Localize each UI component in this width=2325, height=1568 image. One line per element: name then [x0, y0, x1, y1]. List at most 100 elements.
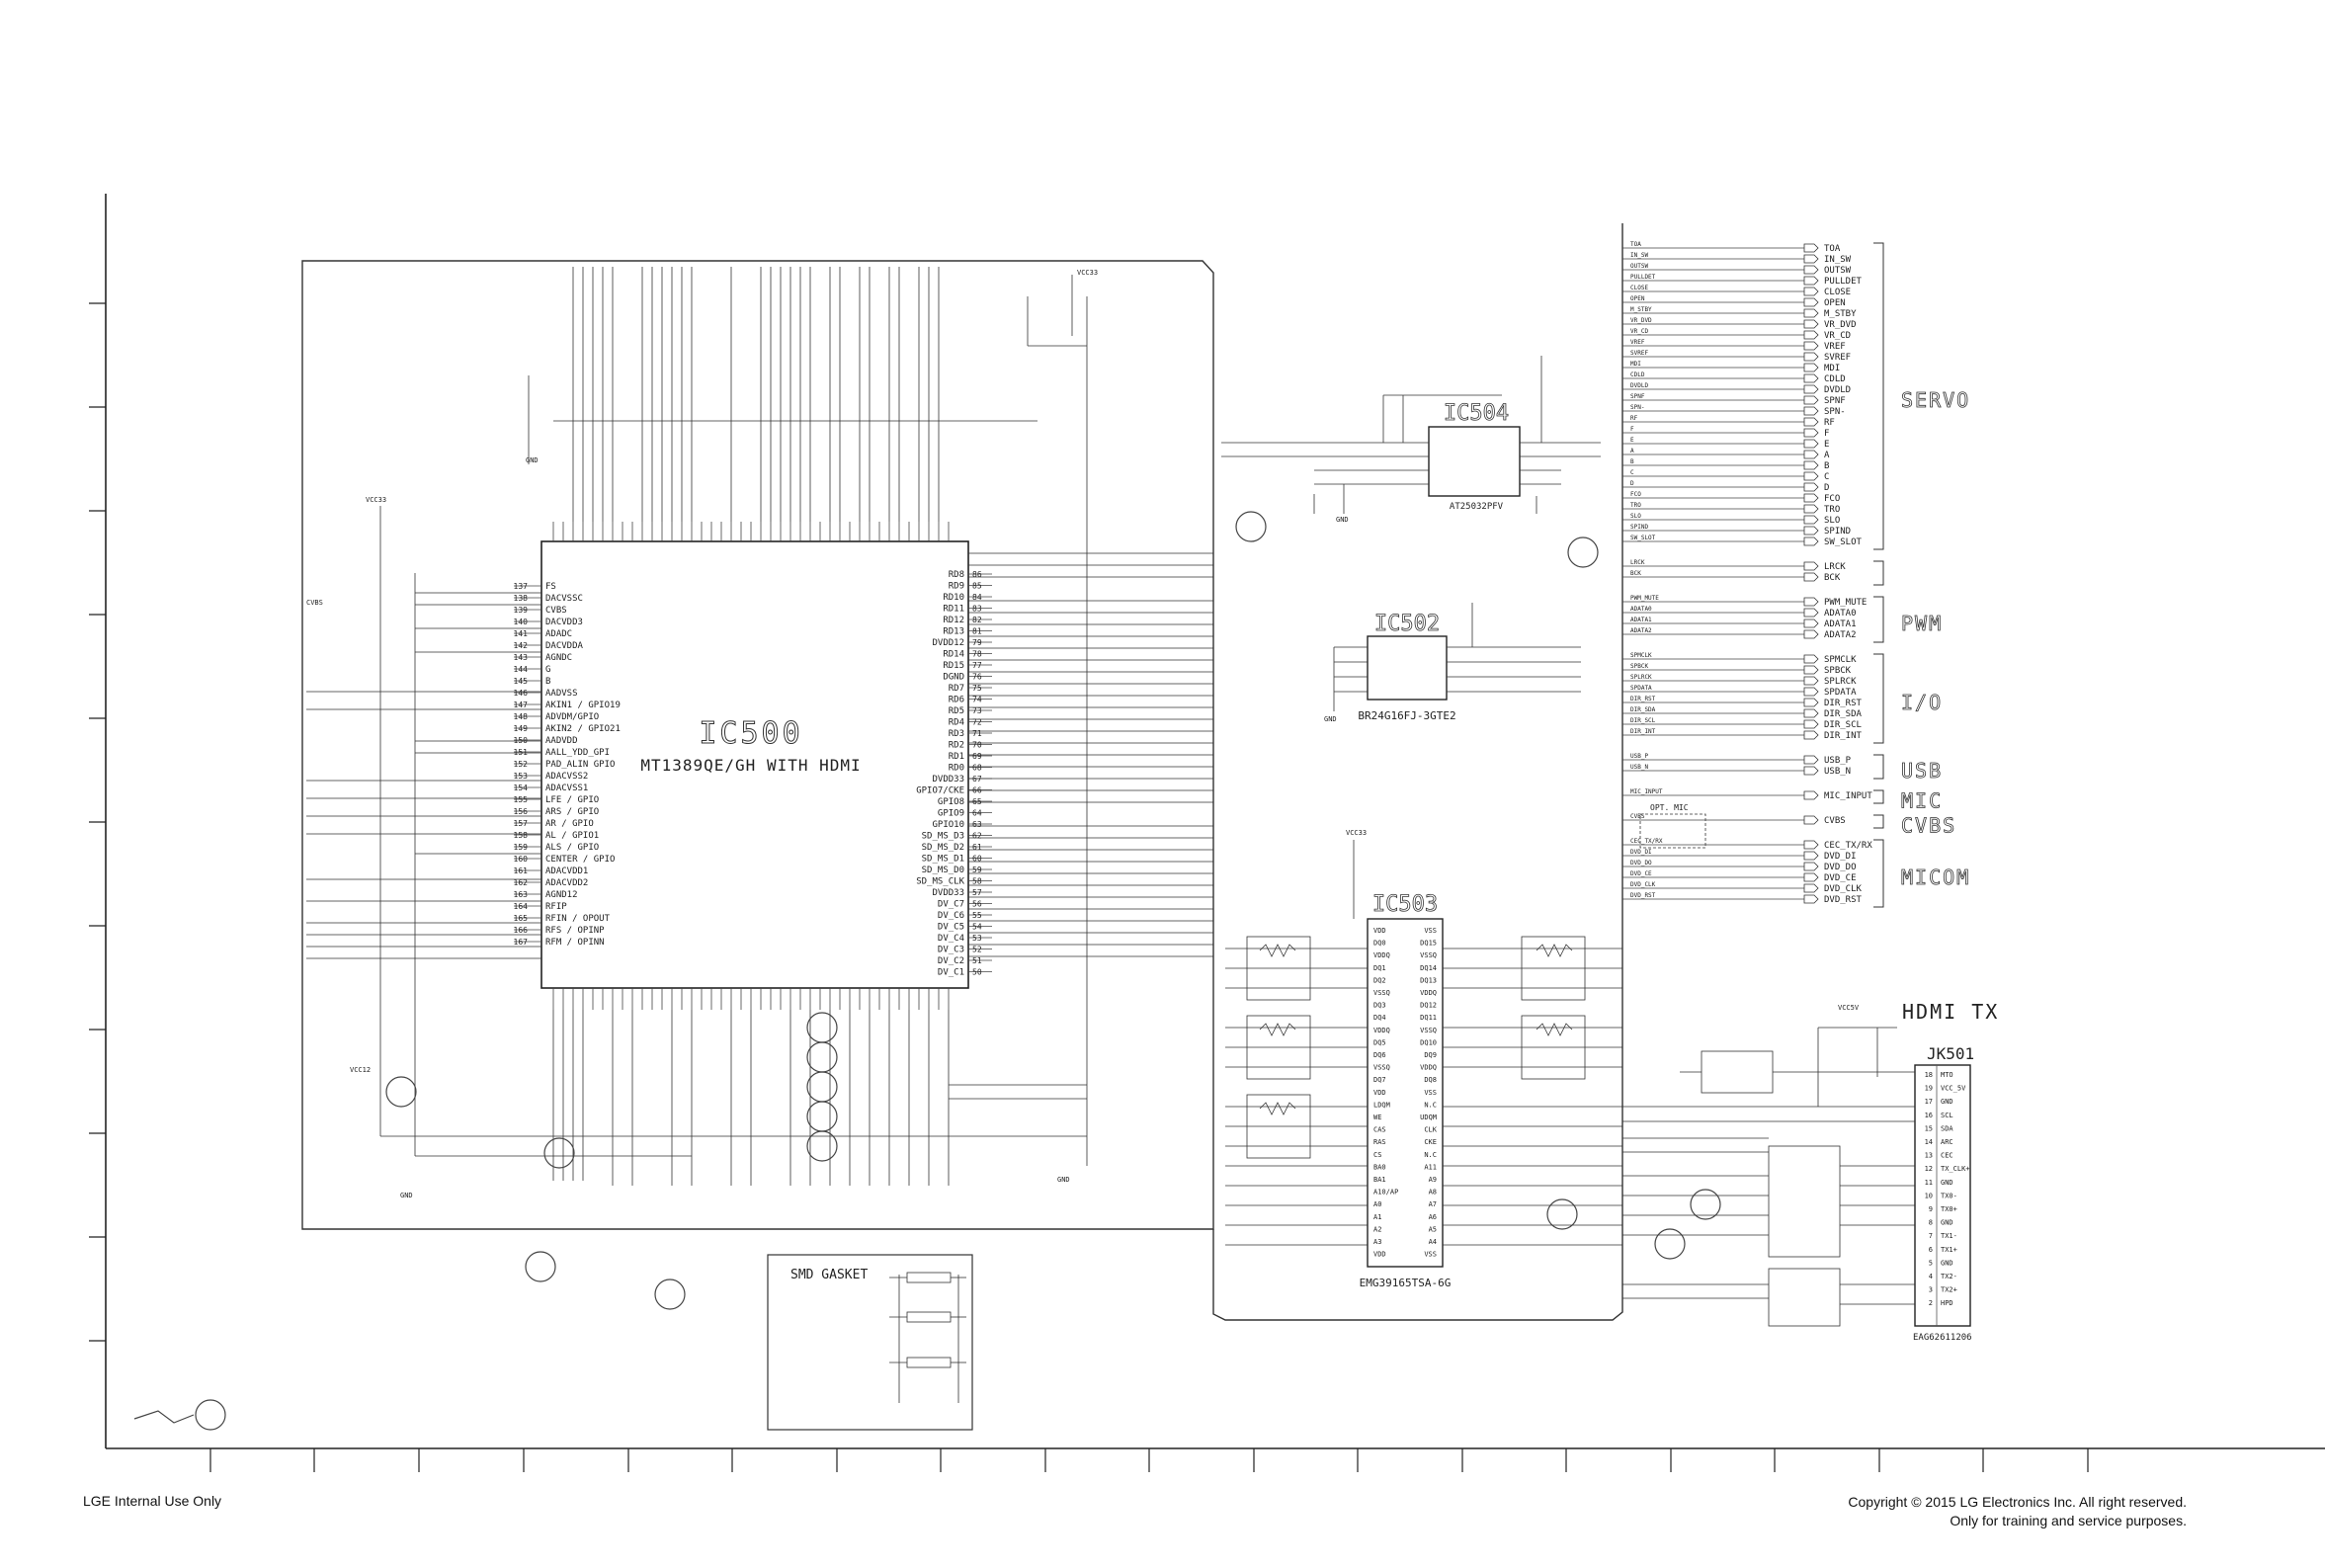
port-symbol	[1803, 629, 1819, 639]
group-label: SERVO	[1901, 388, 1970, 412]
port-symbol	[1803, 526, 1819, 536]
ic500-left-pin-number: 163	[514, 890, 529, 899]
ic500-left-pin-number: 162	[514, 878, 529, 887]
port-symbol	[1803, 766, 1819, 776]
signal-net-label: DVD_DO	[1630, 860, 1652, 867]
signal-net-label: DIR_SCL	[1630, 717, 1656, 724]
signal-net-label: ADATA0	[1630, 606, 1652, 613]
signal-net-label: DVD_DI	[1630, 849, 1652, 856]
hdmi-pin-number: 11	[1925, 1179, 1933, 1187]
frame	[89, 194, 2325, 1472]
ic500-left-pin-number: 166	[514, 926, 529, 935]
signal-port-label: IN_SW	[1824, 255, 1852, 265]
port-symbol	[1803, 406, 1819, 416]
signal-port-label: RF	[1824, 418, 1835, 428]
ic503-right-pin-label: UDQM	[1420, 1114, 1437, 1121]
ic500-right-pin-label: DVDD33	[932, 775, 964, 784]
ic503-left-pin-label: CS	[1373, 1151, 1381, 1159]
footer-internal-use: LGE Internal Use Only	[83, 1493, 222, 1509]
ic503-right-pin-label: DQ8	[1424, 1076, 1437, 1084]
gnd-label-2: GND	[400, 1192, 413, 1199]
ic500-right-pin-label: SD_MS_CLK	[916, 877, 964, 887]
ic500-left-pin-label: AADVDD	[545, 736, 578, 746]
signal-net-label: CVBS	[1630, 813, 1645, 820]
vcc33-label-3: VCC33	[1346, 829, 1367, 837]
ic500-right-pin-number: 83	[972, 605, 982, 614]
signal-net-label: TRO	[1630, 502, 1641, 509]
ic500-chip: IC500 MT1389QE/GH WITH HDMI	[540, 522, 969, 1010]
signal-port-label: SW_SLOT	[1824, 537, 1863, 547]
ic500-left-pin-number: 158	[514, 831, 529, 840]
port-symbol	[1803, 384, 1819, 394]
ic503-left-pin-label: VDD	[1373, 927, 1386, 935]
signal-port-label: ADATA1	[1824, 619, 1857, 629]
opt-mic-label: OPT. MIC	[1650, 803, 1689, 812]
hdmi-connector-ref: JK501	[1927, 1044, 1974, 1063]
ic503-left-pin-label: CAS	[1373, 1126, 1386, 1134]
ic500-right-pin-number: 69	[972, 752, 982, 761]
ic500-left-pin-label: ADVDM/GPIO	[545, 712, 599, 722]
port-symbol	[1803, 450, 1819, 459]
signal-port-label: PULLDET	[1824, 277, 1863, 287]
ic500-left-pin-number: 140	[514, 618, 529, 626]
ic503-left-pin-label: A2	[1373, 1225, 1381, 1233]
ic500-left-pin-number: 147	[514, 701, 529, 709]
hdmi-pin-label: TX2+	[1941, 1286, 1957, 1294]
ic500-left-pin-number: 141	[514, 629, 529, 638]
ic500-left-pin-label: ADACVDD1	[545, 867, 588, 876]
signal-port-label: DVD_CLK	[1824, 884, 1863, 894]
hdmi-pin-label: GND	[1941, 1179, 1953, 1187]
smd-gasket-box: SMD GASKET	[767, 1254, 973, 1431]
ic500-right-pin-number: 71	[972, 729, 982, 738]
signal-net-label: USB_N	[1630, 764, 1648, 771]
signal-net-label: DVD_CLK	[1630, 881, 1656, 888]
ic503-left-pin-label: BA1	[1373, 1176, 1386, 1184]
group-label: CVBS	[1901, 814, 1956, 838]
signal-net-label: BCK	[1630, 570, 1641, 577]
ic500-right-pin-number: 77	[972, 661, 982, 670]
smd-gasket-label: SMD GASKET	[790, 1268, 868, 1282]
signal-port-label: SLO	[1824, 516, 1840, 526]
group-label: PWM	[1901, 612, 1943, 635]
ic503-left-pin-label: A1	[1373, 1213, 1381, 1221]
ic503-left-pin-label: VSSQ	[1373, 1064, 1390, 1072]
ic500-left-pin-label: AR / GPIO	[545, 819, 594, 829]
ic500-left-pin-number: 148	[514, 712, 529, 721]
signal-port-label: B	[1824, 461, 1829, 471]
signal-net-label: SPN-	[1630, 404, 1644, 411]
ic500-right-pin-number: 50	[972, 968, 982, 977]
ic503-right-pin-label: VSS	[1424, 927, 1437, 935]
port-symbol	[1803, 482, 1819, 492]
ic500-left-pin-number: 152	[514, 760, 529, 769]
port-symbol	[1803, 894, 1819, 904]
ic500-right-pin-number: 59	[972, 866, 982, 874]
signal-port-label: BCK	[1824, 573, 1841, 583]
signal-net-label: SVREF	[1630, 350, 1648, 357]
port-symbol	[1803, 755, 1819, 765]
group-bracket	[1873, 242, 1884, 550]
signal-port-label: USB_N	[1824, 767, 1851, 777]
signal-net-label: SLO	[1630, 513, 1641, 520]
signal-net-label: DIR_INT	[1630, 728, 1656, 735]
ic500-right-pin-label: RD8	[949, 570, 964, 580]
ic500-right-pin-number: 75	[972, 684, 982, 693]
signal-net-label: ADATA2	[1630, 627, 1652, 634]
copyright-line: Copyright © 2015 LG Electronics Inc. All…	[1848, 1494, 2187, 1510]
signal-net-label: SPIND	[1630, 524, 1648, 531]
signal-net-label: DIR_RST	[1630, 696, 1656, 702]
ic500-right-pin-number: 64	[972, 809, 982, 818]
ic500-right-pin-number: 63	[972, 820, 982, 829]
vcc33-label: VCC33	[366, 496, 386, 504]
port-symbol	[1803, 297, 1819, 307]
ic500-right-pin-label: DGND	[943, 673, 964, 683]
hdmi-pin-number: 4	[1929, 1273, 1933, 1280]
signal-net-label: B	[1630, 458, 1634, 465]
hdmi-pin-label: SDA	[1941, 1124, 1953, 1132]
ic500-right-pin-label: DV_C3	[938, 946, 964, 955]
signal-port-label: LRCK	[1824, 562, 1846, 572]
power-labels: VCC33 VCC33 VCC33 VCC12 VCC5V GND GND GN…	[306, 269, 1860, 1199]
signal-port-label: SPN-	[1824, 407, 1846, 417]
ic502-chip: IC502 BR24G16FJ-3GTE2	[1333, 603, 1581, 722]
